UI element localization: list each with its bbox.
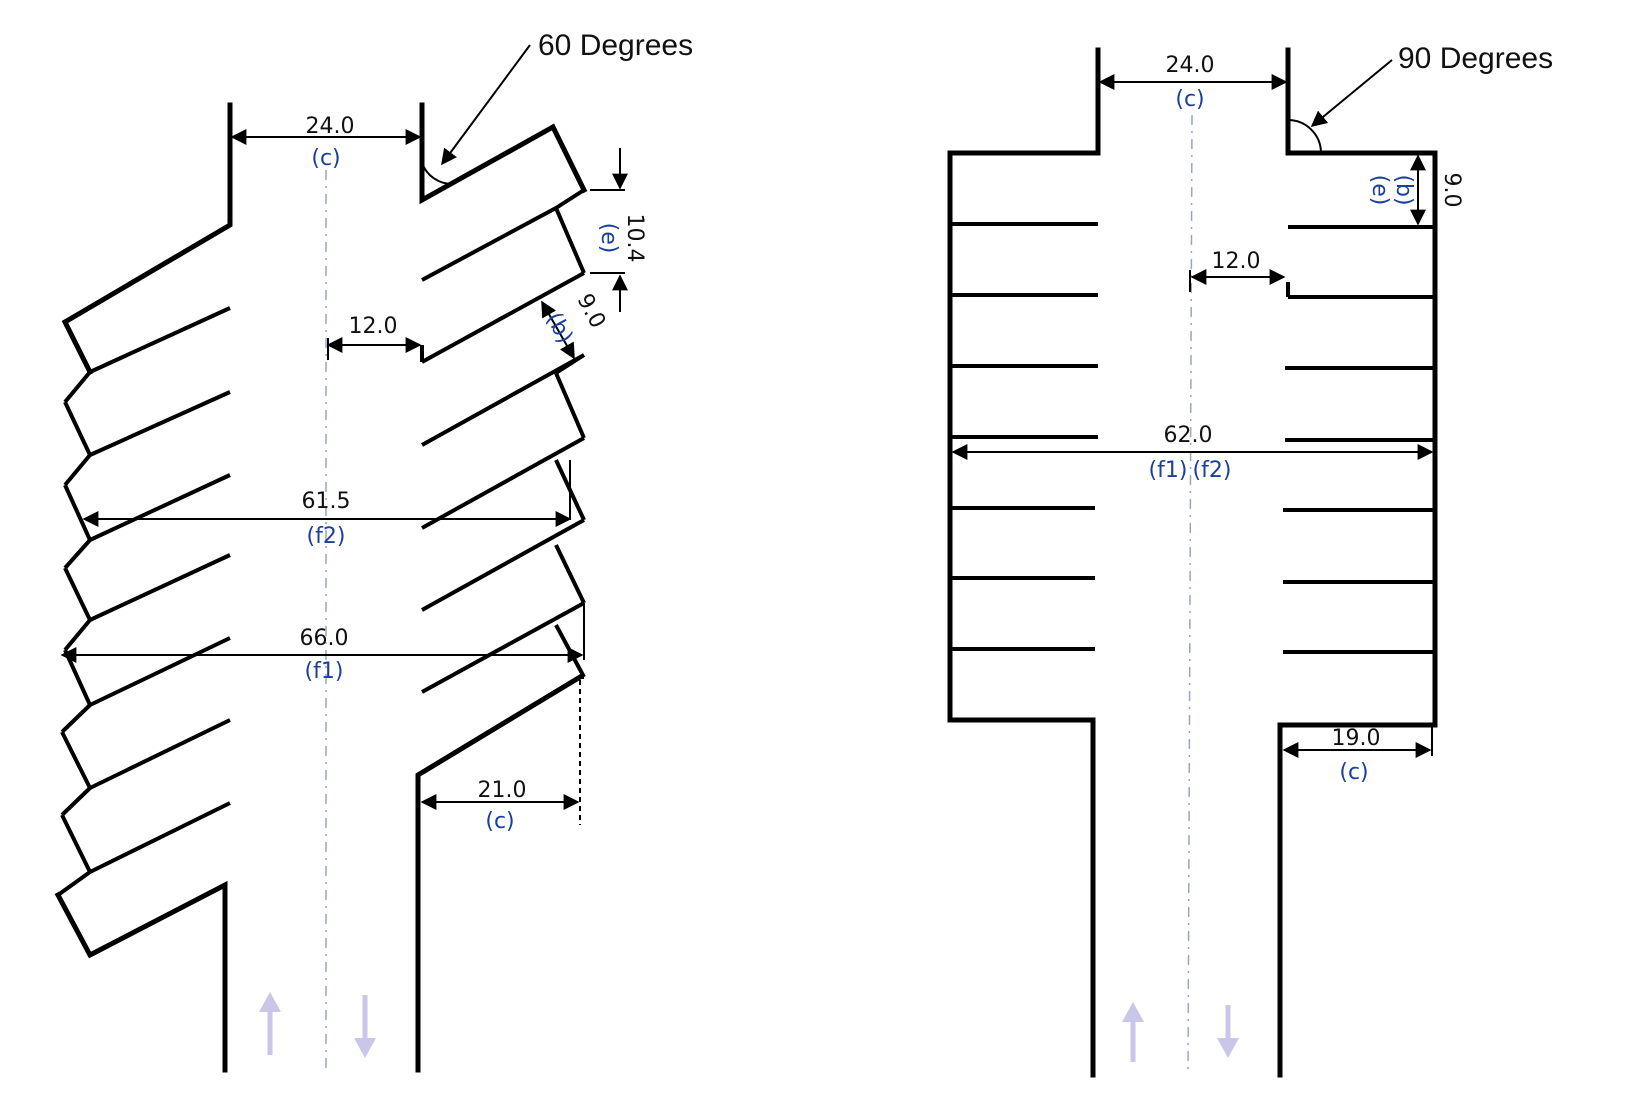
dim-module-f2-code: (f2) xyxy=(307,524,346,549)
dim-module-90-code-f2: (f2) xyxy=(1193,458,1232,483)
dim-projection-value: 21.0 xyxy=(478,778,527,803)
svg-text:9.0: 9.0 xyxy=(572,290,611,333)
dim-stall-width: 9.0 (b) xyxy=(541,290,611,348)
left-wall-upper xyxy=(61,102,233,376)
dim-module-f1-value: 66.0 xyxy=(300,626,349,651)
svg-text:(e): (e) xyxy=(596,223,621,254)
left-stall-row-90 xyxy=(950,222,1098,651)
dim-stall-width-diag xyxy=(541,300,575,360)
left-wall-lower xyxy=(54,880,228,1073)
dim-stall-width-90-codes: (b) (e) xyxy=(1367,174,1416,205)
svg-text:(e): (e) xyxy=(1367,175,1392,206)
left-stall-row xyxy=(56,306,231,897)
angle-label-60: 60 Degrees xyxy=(538,29,693,62)
angle-leader-60 xyxy=(441,44,531,166)
aisle-center-line-90 xyxy=(1187,114,1193,1076)
right-stall-row-90 xyxy=(1283,225,1435,654)
dim-module-f2-value: 61.5 xyxy=(302,489,351,514)
svg-text:(b): (b) xyxy=(1391,174,1416,205)
angle-arc-90 xyxy=(1287,119,1322,154)
angle-label-90: 90 Degrees xyxy=(1398,42,1553,75)
dim-stall-width-90-value: 9.0 xyxy=(1439,173,1464,208)
dim-stall-depth-side: 10.4 (e) xyxy=(596,214,647,263)
two-way-flow-arrows-90 xyxy=(1122,1002,1239,1062)
dim-module-90-code-f1: (f1) xyxy=(1149,458,1188,483)
dim-projection-code: (c) xyxy=(485,809,514,834)
dim-stall-depth-90-value: 19.0 xyxy=(1332,726,1381,751)
dim-aisle-width-value: 24.0 xyxy=(306,114,355,139)
right-stall-row xyxy=(420,188,586,694)
svg-text:9.0: 9.0 xyxy=(1439,173,1464,208)
diagram-60-degrees: 60 Degrees 24.0 (c) 10.4 (e) 9.0 (b) 12.… xyxy=(54,29,693,1073)
dim-aisle-width-90-value: 24.0 xyxy=(1166,53,1215,78)
angle-leader-90 xyxy=(1310,59,1393,128)
left-outer-wall xyxy=(947,47,1101,1078)
svg-text:(b): (b) xyxy=(541,308,578,347)
dim-aisle-width-code: (c) xyxy=(311,146,340,171)
two-way-flow-arrows xyxy=(259,992,376,1058)
angle-arc-60 xyxy=(421,162,453,185)
dim-stall-depth-90-code: (c) xyxy=(1339,760,1368,785)
dim-module-f1-code: (f1) xyxy=(305,659,344,684)
dim-aisle-width-90-code: (c) xyxy=(1175,87,1204,112)
svg-text:10.4: 10.4 xyxy=(622,214,647,263)
dim-module-90-value: 62.0 xyxy=(1164,423,1213,448)
dim-half-aisle-value: 12.0 xyxy=(349,314,398,339)
diagram-90-degrees: 90 Degrees 24.0 (c) (b) (e) 9.0 12.0 62.… xyxy=(947,42,1553,1078)
dim-half-aisle-90-value: 12.0 xyxy=(1212,249,1261,274)
right-wall-upper xyxy=(419,102,588,205)
right-wall-lower xyxy=(415,673,584,1073)
